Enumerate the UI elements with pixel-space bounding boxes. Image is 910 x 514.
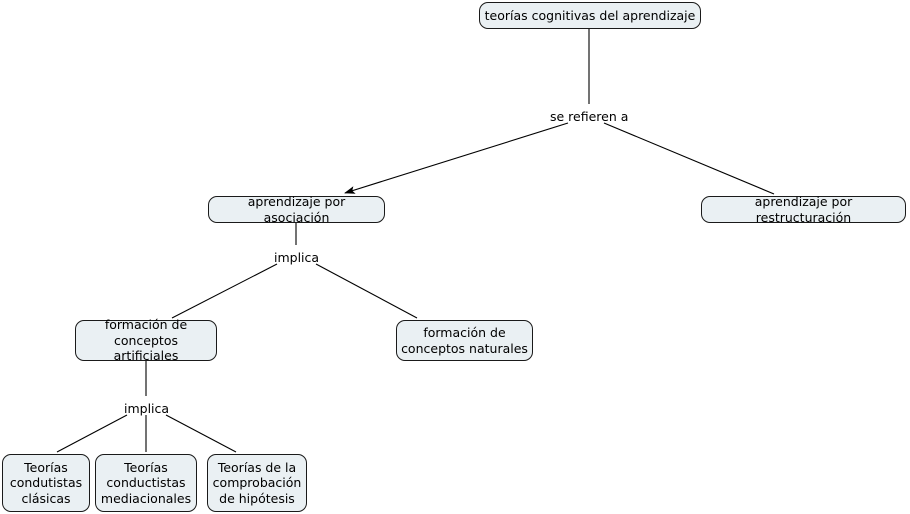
node-restructuracion[interactable]: aprendizaje por restructuración: [701, 194, 906, 225]
node-naturales[interactable]: formación de conceptos naturales: [396, 320, 533, 361]
edge-implica-to-naturales: [315, 263, 418, 319]
edge-se-refieren-to-asociacion: [344, 122, 569, 194]
node-artificiales[interactable]: formación de conceptos artificiales: [75, 317, 217, 363]
node-mediacionales[interactable]: Teorías conductistas mediacionales: [95, 454, 197, 512]
link-label-implica-asociacion: implica: [274, 250, 320, 265]
node-root[interactable]: teorías cognitivas del aprendizaje: [479, 2, 701, 29]
node-asociacion[interactable]: aprendizaje por asociación: [208, 194, 385, 225]
edge-implica2-to-hipotesis: [165, 414, 237, 453]
edge-implica2-to-clasicas: [56, 414, 128, 453]
edge-group: [56, 29, 775, 453]
edge-implica-to-artificiales: [171, 263, 278, 319]
link-label-se-refieren-a: se refieren a: [550, 109, 629, 124]
node-clasicas[interactable]: Teorías condutistas clásicas: [2, 454, 90, 512]
edge-se-refieren-to-restructuracion: [603, 122, 775, 195]
link-label-implica-artificiales: implica: [124, 401, 170, 416]
node-hipotesis[interactable]: Teorías de la comprobación de hipótesis: [207, 454, 307, 512]
